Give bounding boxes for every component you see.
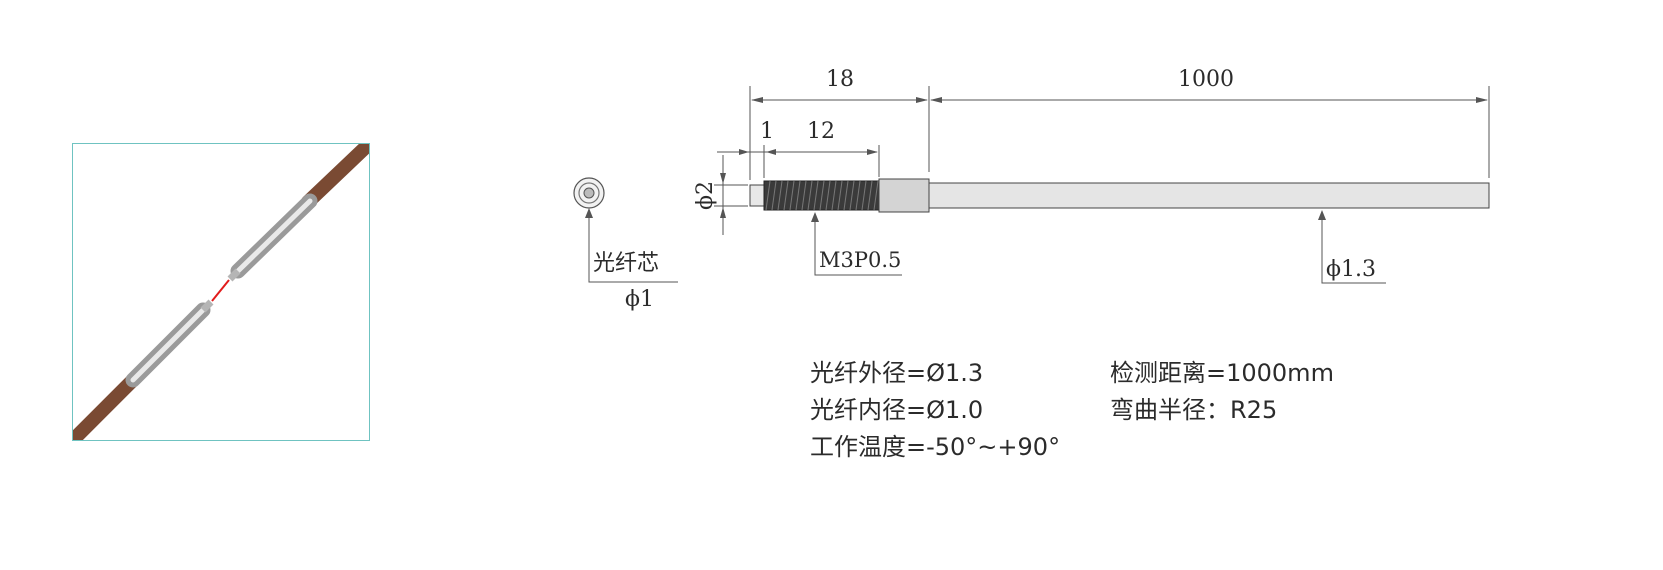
- fiber-dia-leader: [1321, 212, 1386, 284]
- fiber-dia-label: ϕ1.3: [1326, 257, 1376, 282]
- fiber-cable-bottom: [73, 371, 142, 440]
- lower-tip: [200, 299, 214, 313]
- fiber-photo-illustration: [73, 144, 369, 440]
- thread-label: M3P0.5: [819, 248, 901, 272]
- core-label: 光纤芯: [593, 251, 659, 276]
- spec-inner-diameter: 光纤内径=Ø1.0: [810, 396, 984, 424]
- spec-temperature: 工作温度=-50°~+90°: [810, 433, 1061, 461]
- thread-leader: [814, 214, 902, 276]
- extension-lines: [714, 86, 1490, 207]
- spec-column-left: 光纤外径=Ø1.3 光纤内径=Ø1.0 工作温度=-50°~+90°: [810, 355, 1060, 466]
- spec-detection-distance: 检测距离=1000mm: [1110, 359, 1334, 387]
- spec-bend-radius: 弯曲半径：R25: [1110, 396, 1278, 424]
- fiber-cable: [928, 182, 1490, 209]
- product-photo: [72, 143, 370, 441]
- light-beam: [211, 279, 230, 302]
- dim-1-label: 1: [760, 119, 774, 144]
- dim-1000-label: 1000: [1178, 67, 1234, 92]
- sleeve-section: [878, 178, 930, 213]
- thread-lines: [765, 180, 879, 211]
- connector-tip: [749, 184, 765, 207]
- spec-column-right: 检测距离=1000mm 弯曲半径：R25: [1110, 355, 1334, 429]
- core-leader: [588, 211, 678, 283]
- core-diameter-label: ϕ1: [625, 287, 654, 312]
- upper-tip: [227, 268, 241, 282]
- fiber-cable-top: [301, 144, 369, 209]
- spec-outer-diameter: 光纤外径=Ø1.3: [810, 359, 984, 387]
- end-view-circle: [573, 177, 605, 209]
- dim-18-label: 18: [826, 67, 854, 92]
- dim-phi2-label: ϕ2: [693, 181, 718, 210]
- dim-12-label: 12: [807, 119, 835, 144]
